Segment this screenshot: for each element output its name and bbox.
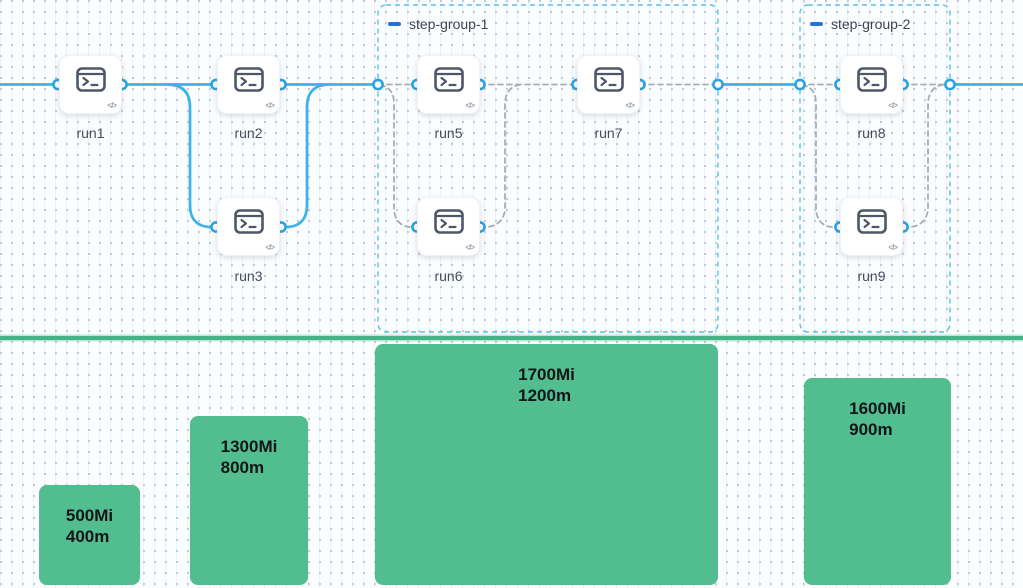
node-run2[interactable]: </> bbox=[217, 55, 280, 114]
code-icon: </> bbox=[465, 243, 475, 252]
cpu-value: 400m bbox=[65, 527, 110, 546]
edge-run9-merge bbox=[902, 83, 946, 228]
code-icon: </> bbox=[265, 101, 275, 110]
node-label-run2: run2 bbox=[234, 125, 263, 141]
node-label-run3: run3 bbox=[234, 268, 263, 284]
node-run9[interactable]: </> bbox=[840, 197, 903, 256]
resource-bar-1: 500Mi 400m bbox=[39, 485, 140, 585]
resource-bar-3: 1700Mi 1200m bbox=[375, 344, 718, 585]
step-group-2-header: step-group-2 bbox=[810, 16, 910, 32]
code-icon: </> bbox=[265, 243, 275, 252]
resource-bar-2: 1300Mi 800m bbox=[190, 416, 308, 585]
node-label-run9: run9 bbox=[857, 268, 886, 284]
edge-run3-merge bbox=[278, 83, 330, 229]
port-group2-out[interactable] bbox=[944, 78, 956, 91]
cpu-value: 900m bbox=[849, 420, 893, 439]
edge-group1in-run6 bbox=[379, 84, 418, 228]
edge-run6-merge bbox=[479, 83, 523, 228]
memory-value: 1300Mi bbox=[220, 437, 278, 456]
node-run8[interactable]: </> bbox=[840, 55, 903, 114]
edge-group2in-run9 bbox=[801, 84, 841, 228]
node-run1[interactable]: </> bbox=[59, 55, 122, 114]
node-run6[interactable]: </> bbox=[417, 197, 480, 256]
code-icon: </> bbox=[107, 101, 117, 110]
terminal-icon bbox=[233, 67, 264, 92]
edge-run1-run3 bbox=[166, 83, 219, 229]
node-run3[interactable]: </> bbox=[217, 197, 280, 256]
node-run7[interactable]: </> bbox=[577, 55, 640, 114]
cpu-value: 1200m bbox=[518, 386, 572, 405]
node-label-run1: run1 bbox=[76, 125, 105, 141]
node-run5[interactable]: </> bbox=[417, 55, 480, 114]
node-label-run8: run8 bbox=[857, 125, 886, 141]
code-icon: </> bbox=[465, 101, 475, 110]
terminal-icon bbox=[75, 67, 106, 92]
collapse-minus-icon[interactable] bbox=[388, 22, 401, 26]
code-icon: </> bbox=[888, 101, 898, 110]
resource-bar-4-label: 1600Mi 900m bbox=[849, 398, 906, 440]
terminal-icon bbox=[433, 67, 464, 92]
resource-bar-2-label: 1300Mi 800m bbox=[221, 436, 278, 478]
terminal-icon bbox=[593, 67, 624, 92]
memory-value: 500Mi bbox=[65, 506, 114, 525]
terminal-icon bbox=[856, 67, 887, 92]
resource-bar-1-label: 500Mi 400m bbox=[66, 505, 113, 547]
step-group-2-box[interactable] bbox=[799, 4, 951, 333]
step-group-1-header: step-group-1 bbox=[388, 16, 488, 32]
memory-value: 1600Mi bbox=[849, 399, 906, 418]
port-group2-in[interactable] bbox=[794, 78, 806, 91]
separator-line bbox=[0, 336, 1023, 340]
step-group-1-box[interactable] bbox=[377, 4, 719, 333]
node-label-run5: run5 bbox=[434, 125, 463, 141]
cpu-value: 800m bbox=[220, 458, 265, 477]
node-label-run6: run6 bbox=[434, 268, 463, 284]
step-group-1-label: step-group-1 bbox=[409, 16, 489, 32]
dashed-edges bbox=[377, 83, 951, 228]
resource-bar-4: 1600Mi 900m bbox=[804, 378, 951, 585]
collapse-minus-icon[interactable] bbox=[810, 22, 823, 26]
port-group1-in[interactable] bbox=[372, 78, 384, 91]
solid-edges bbox=[0, 83, 1023, 229]
terminal-icon bbox=[856, 209, 887, 234]
resource-bar-3-label: 1700Mi 1200m bbox=[518, 364, 575, 406]
code-icon: </> bbox=[888, 243, 898, 252]
node-label-run7: run7 bbox=[594, 125, 623, 141]
step-group-2-label: step-group-2 bbox=[831, 16, 911, 32]
code-icon: </> bbox=[625, 101, 635, 110]
memory-value: 1700Mi bbox=[518, 365, 575, 384]
port-group1-out[interactable] bbox=[712, 78, 724, 91]
terminal-icon bbox=[433, 209, 464, 234]
terminal-icon bbox=[233, 209, 264, 234]
